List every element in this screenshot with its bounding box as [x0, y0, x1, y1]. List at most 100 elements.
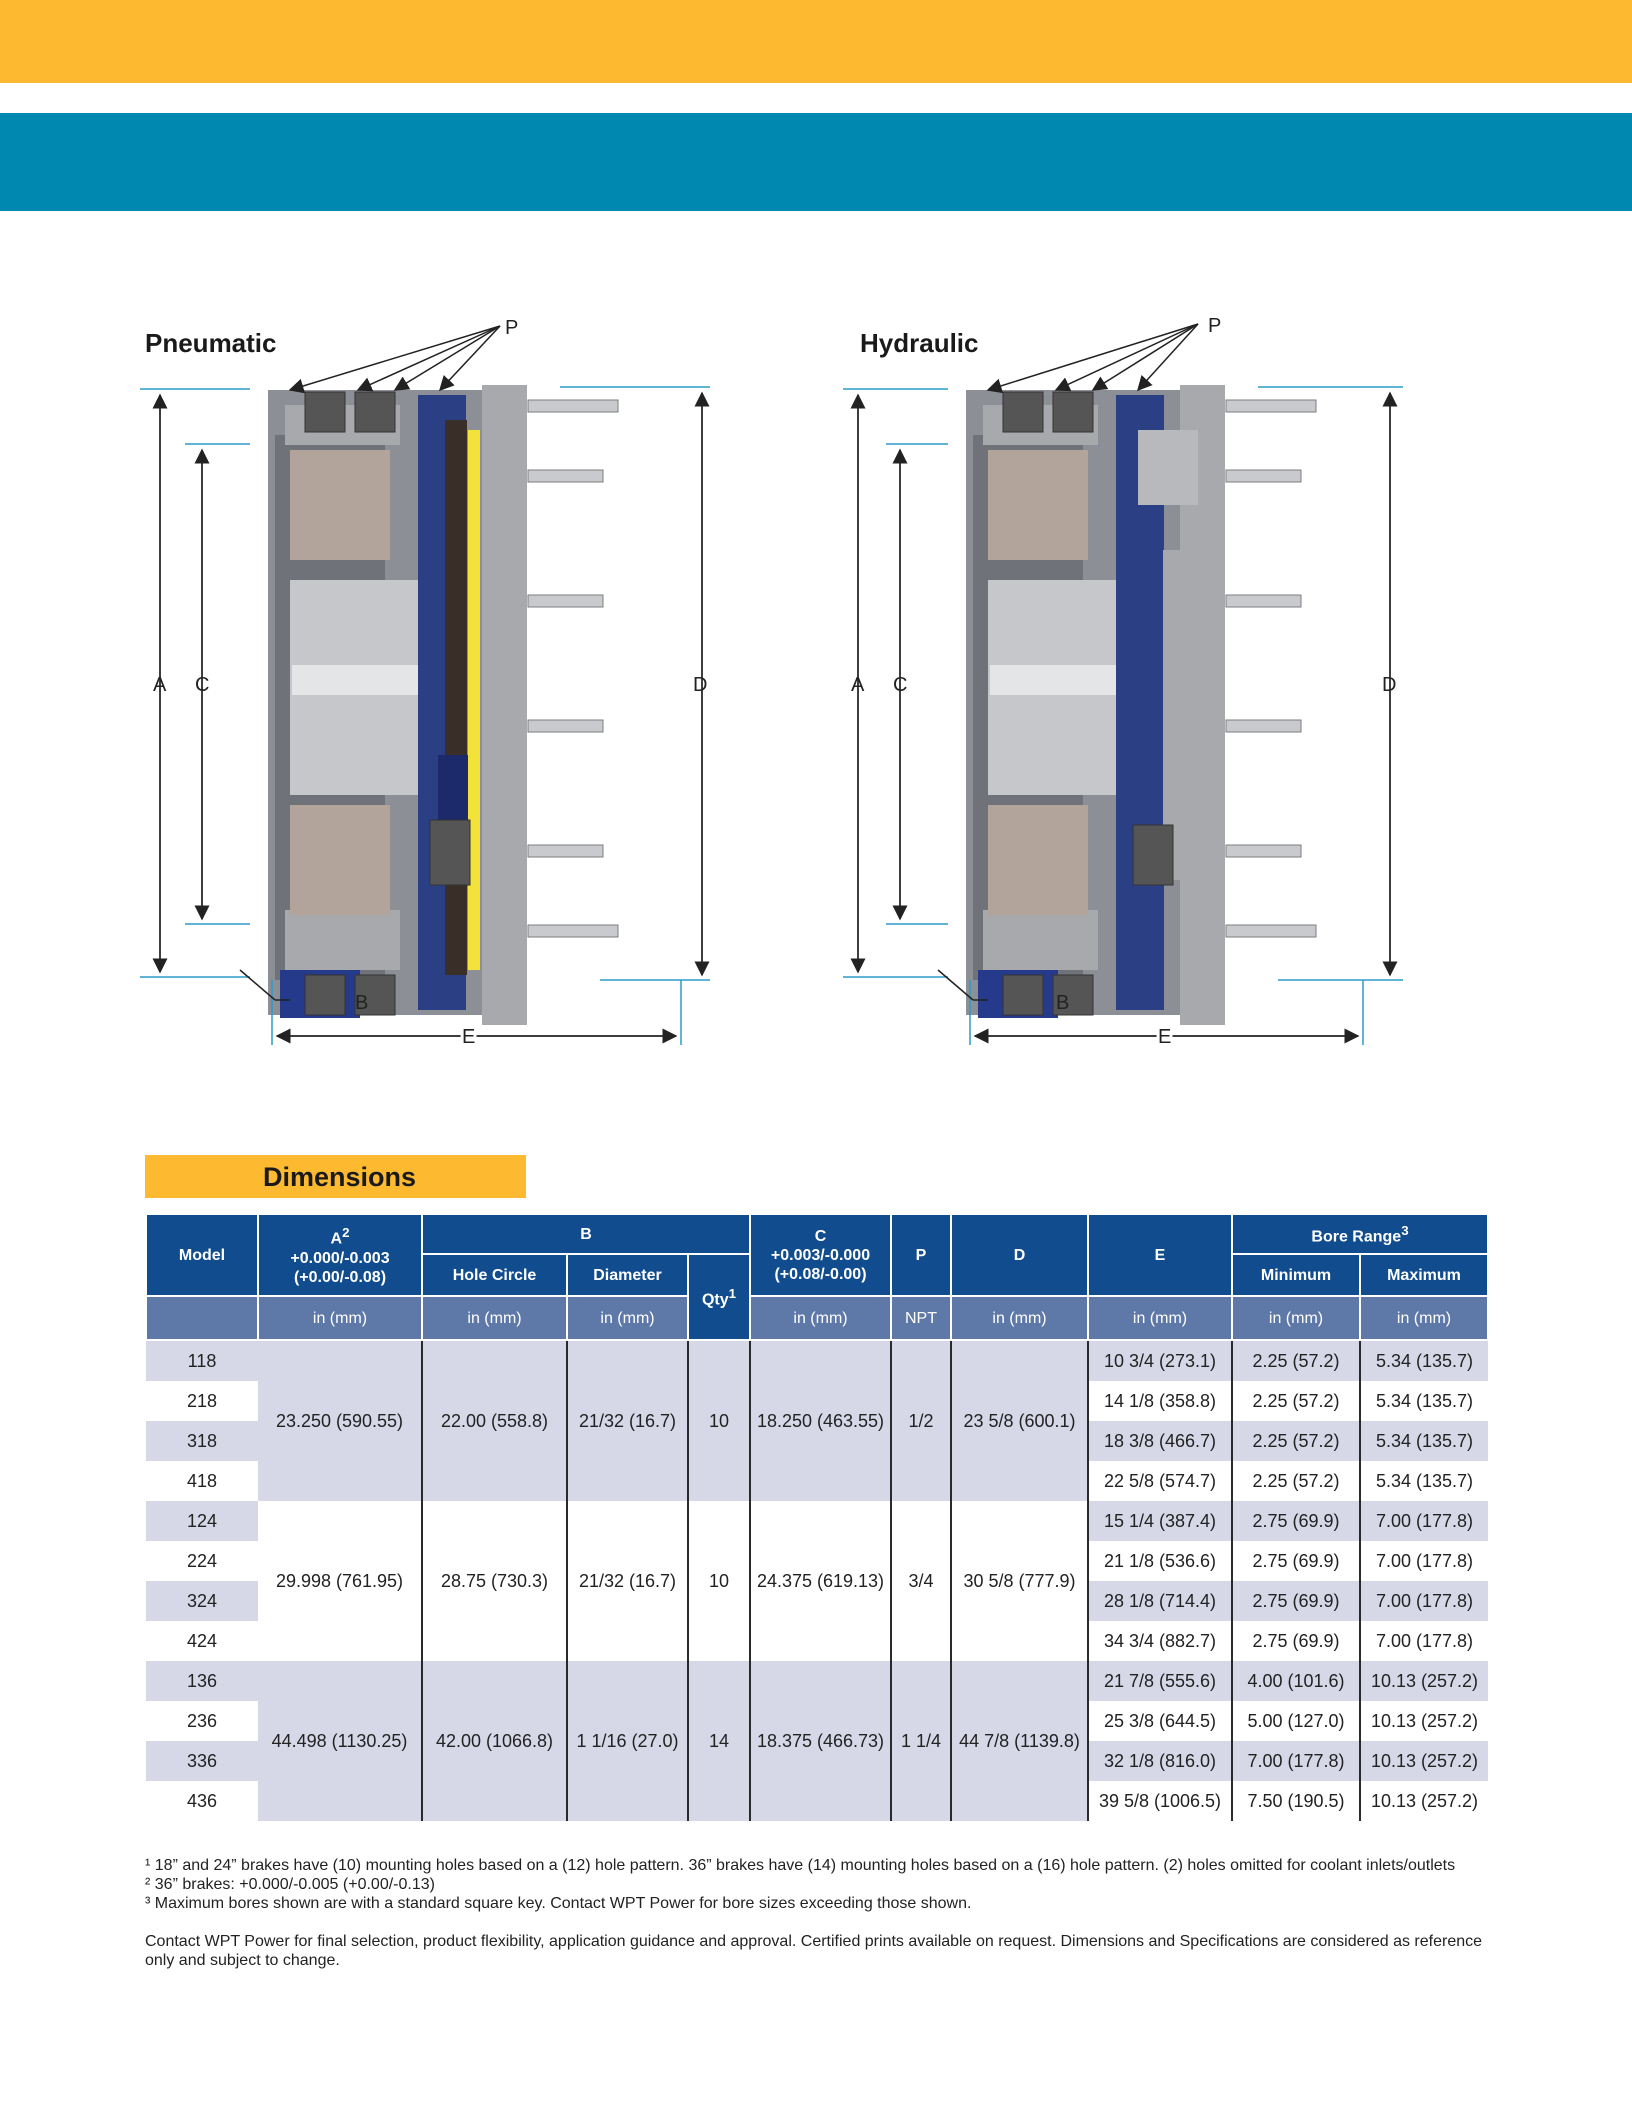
group-cell-a: 44.498 (1130.25)	[258, 1661, 423, 1821]
label-b: B	[355, 992, 368, 1014]
header-a-tol-mm: (+0.00/-0.08)	[293, 1268, 387, 1286]
group-cell-p: 1 1/4	[891, 1661, 952, 1821]
table-row: 436 39 5/8 (1006.5)7.50 (190.5)10.13 (257…	[146, 1781, 1488, 1821]
group-cell-a: 29.998 (761.95)	[258, 1501, 423, 1661]
group-cell-c: 18.250 (463.55)	[750, 1340, 892, 1501]
label-e: E	[1158, 1026, 1171, 1048]
header-a-sup: 2	[342, 1225, 350, 1241]
cell-bore-min: 2.75 (69.9)	[1232, 1541, 1361, 1581]
cell-bore-max: 10.13 (257.2)	[1360, 1781, 1488, 1821]
cell-bore-max: 5.34 (135.7)	[1360, 1340, 1488, 1381]
cell-bore-max: 10.13 (257.2)	[1360, 1661, 1488, 1701]
header-minimum: Minimum	[1231, 1253, 1361, 1297]
dimension-lines	[140, 325, 710, 1045]
cell-e: 22 5/8 (574.7)	[1088, 1461, 1233, 1501]
unit-c: in (mm)	[749, 1295, 892, 1341]
label-a: A	[851, 674, 865, 696]
cell-bore-max: 7.00 (177.8)	[1360, 1581, 1488, 1621]
cell-e: 39 5/8 (1006.5)	[1088, 1781, 1233, 1821]
cell-e: 15 1/4 (387.4)	[1088, 1501, 1233, 1541]
hydraulic-brake-diagram: P A C D B E	[843, 315, 1403, 1051]
table-row: 324 28 1/8 (714.4)2.75 (69.9)7.00 (177.8)	[146, 1581, 1488, 1621]
mounting-studs	[1225, 399, 1317, 938]
cell-model: 418	[146, 1461, 258, 1501]
cell-model: 324	[146, 1581, 258, 1621]
cell-model: 318	[146, 1421, 258, 1461]
group-cell-d: 23 5/8 (600.1)	[951, 1340, 1089, 1501]
cell-e: 21 7/8 (555.6)	[1088, 1661, 1233, 1701]
header-e: E	[1087, 1213, 1233, 1297]
group-cell-hole-circle: 28.75 (730.3)	[422, 1501, 568, 1661]
table-row: 318 18 3/8 (466.7)2.25 (57.2)5.34 (135.7)	[146, 1421, 1488, 1461]
group-cell-c: 24.375 (619.13)	[750, 1501, 892, 1661]
springs	[1002, 391, 1174, 1016]
cell-bore-max: 5.34 (135.7)	[1360, 1381, 1488, 1421]
dimensions-table: Model A2 +0.000/-0.003 (+0.00/-0.08) B C…	[145, 1213, 1489, 1821]
cell-model: 224	[146, 1541, 258, 1581]
cell-bore-max: 10.13 (257.2)	[1360, 1701, 1488, 1741]
cell-bore-min: 7.00 (177.8)	[1232, 1741, 1361, 1781]
footnote-3: ³ Maximum bores shown are with a standar…	[145, 1895, 972, 1912]
unit-e: in (mm)	[1087, 1295, 1233, 1341]
cell-bore-min: 2.75 (69.9)	[1232, 1581, 1361, 1621]
cell-bore-max: 7.00 (177.8)	[1360, 1541, 1488, 1581]
label-p: P	[505, 317, 518, 339]
group-cell-diameter: 21/32 (16.7)	[567, 1340, 689, 1501]
unit-model	[145, 1295, 259, 1341]
group-cell-p: 1/2	[891, 1340, 952, 1501]
cell-model: 136	[146, 1661, 258, 1701]
unit-a: in (mm)	[257, 1295, 423, 1341]
header-model: Model	[145, 1213, 259, 1297]
cell-bore-max: 10.13 (257.2)	[1360, 1741, 1488, 1781]
header-bore-label: Bore Range	[1311, 1228, 1402, 1246]
group-cell-p: 3/4	[891, 1501, 952, 1661]
pneumatic-title: Pneumatic	[145, 328, 277, 358]
group-cell-c: 18.375 (466.73)	[750, 1661, 892, 1821]
cell-bore-max: 7.00 (177.8)	[1360, 1621, 1488, 1661]
unit-diameter: in (mm)	[566, 1295, 689, 1341]
cell-model: 436	[146, 1781, 258, 1821]
cell-model: 336	[146, 1741, 258, 1781]
header-qty: Qty1	[687, 1253, 751, 1341]
group-cell-hole-circle: 22.00 (558.8)	[422, 1340, 568, 1501]
cell-e: 18 3/8 (466.7)	[1088, 1421, 1233, 1461]
cell-bore-min: 4.00 (101.6)	[1232, 1661, 1361, 1701]
group-cell-qty: 10	[688, 1501, 751, 1661]
cell-bore-min: 5.00 (127.0)	[1232, 1701, 1361, 1741]
header-maximum: Maximum	[1359, 1253, 1489, 1297]
unit-hole-circle: in (mm)	[421, 1295, 568, 1341]
header-d: D	[950, 1213, 1089, 1297]
header-hole-circle: Hole Circle	[421, 1253, 568, 1297]
label-c: C	[195, 674, 209, 696]
cell-bore-min: 7.50 (190.5)	[1232, 1781, 1361, 1821]
cell-e: 10 3/4 (273.1)	[1088, 1340, 1233, 1381]
label-d: D	[1382, 674, 1396, 696]
cell-bore-min: 2.25 (57.2)	[1232, 1421, 1361, 1461]
header-bore-sup: 3	[1401, 1223, 1409, 1239]
header-diameter: Diameter	[566, 1253, 689, 1297]
header-c-label: C	[814, 1227, 827, 1245]
pneumatic-brake-diagram: P A C D B E	[140, 317, 710, 1051]
header-a-tol-in: +0.000/-0.003	[290, 1249, 390, 1267]
footnote-2: ² 36” brakes: +0.000/-0.005 (+0.00/-0.13…	[145, 1876, 435, 1893]
label-a: A	[153, 674, 167, 696]
header-c: C +0.003/-0.000 (+0.08/-0.00)	[749, 1213, 892, 1297]
cell-model: 424	[146, 1621, 258, 1661]
cell-bore-min: 2.75 (69.9)	[1232, 1501, 1361, 1541]
contact-disclaimer: Contact WPT Power for final selection, p…	[145, 1933, 1483, 1969]
hydraulic-title: Hydraulic	[860, 328, 979, 358]
cell-e: 28 1/8 (714.4)	[1088, 1581, 1233, 1621]
label-d: D	[693, 674, 707, 696]
cell-e: 14 1/8 (358.8)	[1088, 1381, 1233, 1421]
cell-bore-min: 2.25 (57.2)	[1232, 1381, 1361, 1421]
group-cell-a: 23.250 (590.55)	[258, 1340, 423, 1501]
brake-cross-section	[966, 385, 1225, 1025]
cell-bore-max: 5.34 (135.7)	[1360, 1421, 1488, 1461]
